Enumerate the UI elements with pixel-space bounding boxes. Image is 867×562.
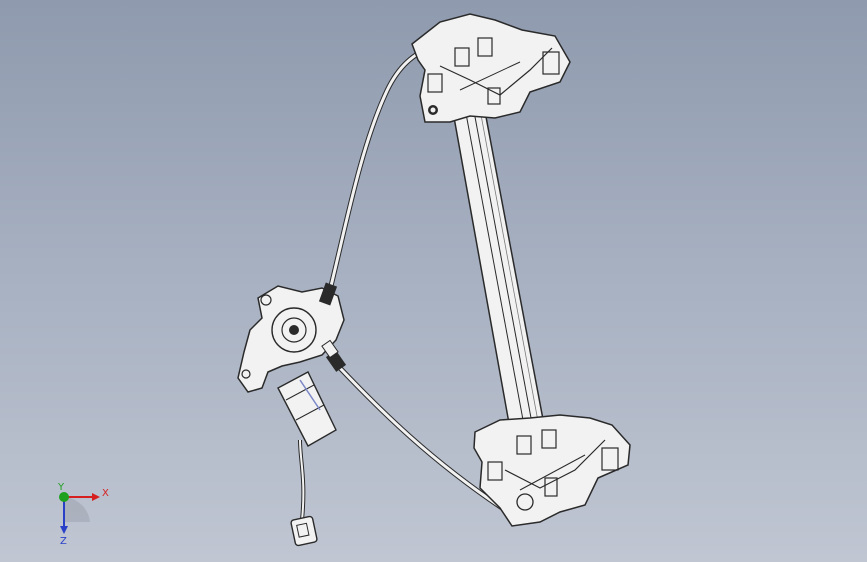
z-axis-label: Z	[60, 536, 67, 547]
motor-assembly[interactable]	[237, 282, 347, 447]
y-axis-origin	[59, 492, 69, 502]
z-axis-arrow	[60, 526, 68, 534]
upper-bracket[interactable]	[411, 13, 571, 123]
upper-drive-cable	[327, 45, 431, 291]
x-axis-arrow	[92, 493, 100, 501]
y-axis-label: Y	[57, 482, 65, 493]
lower-bracket[interactable]	[473, 414, 631, 527]
coordinate-triad: X Y Z	[57, 482, 109, 547]
window-regulator-rail[interactable]	[449, 84, 546, 441]
x-axis-label: X	[102, 488, 109, 499]
connector[interactable]	[290, 515, 318, 547]
